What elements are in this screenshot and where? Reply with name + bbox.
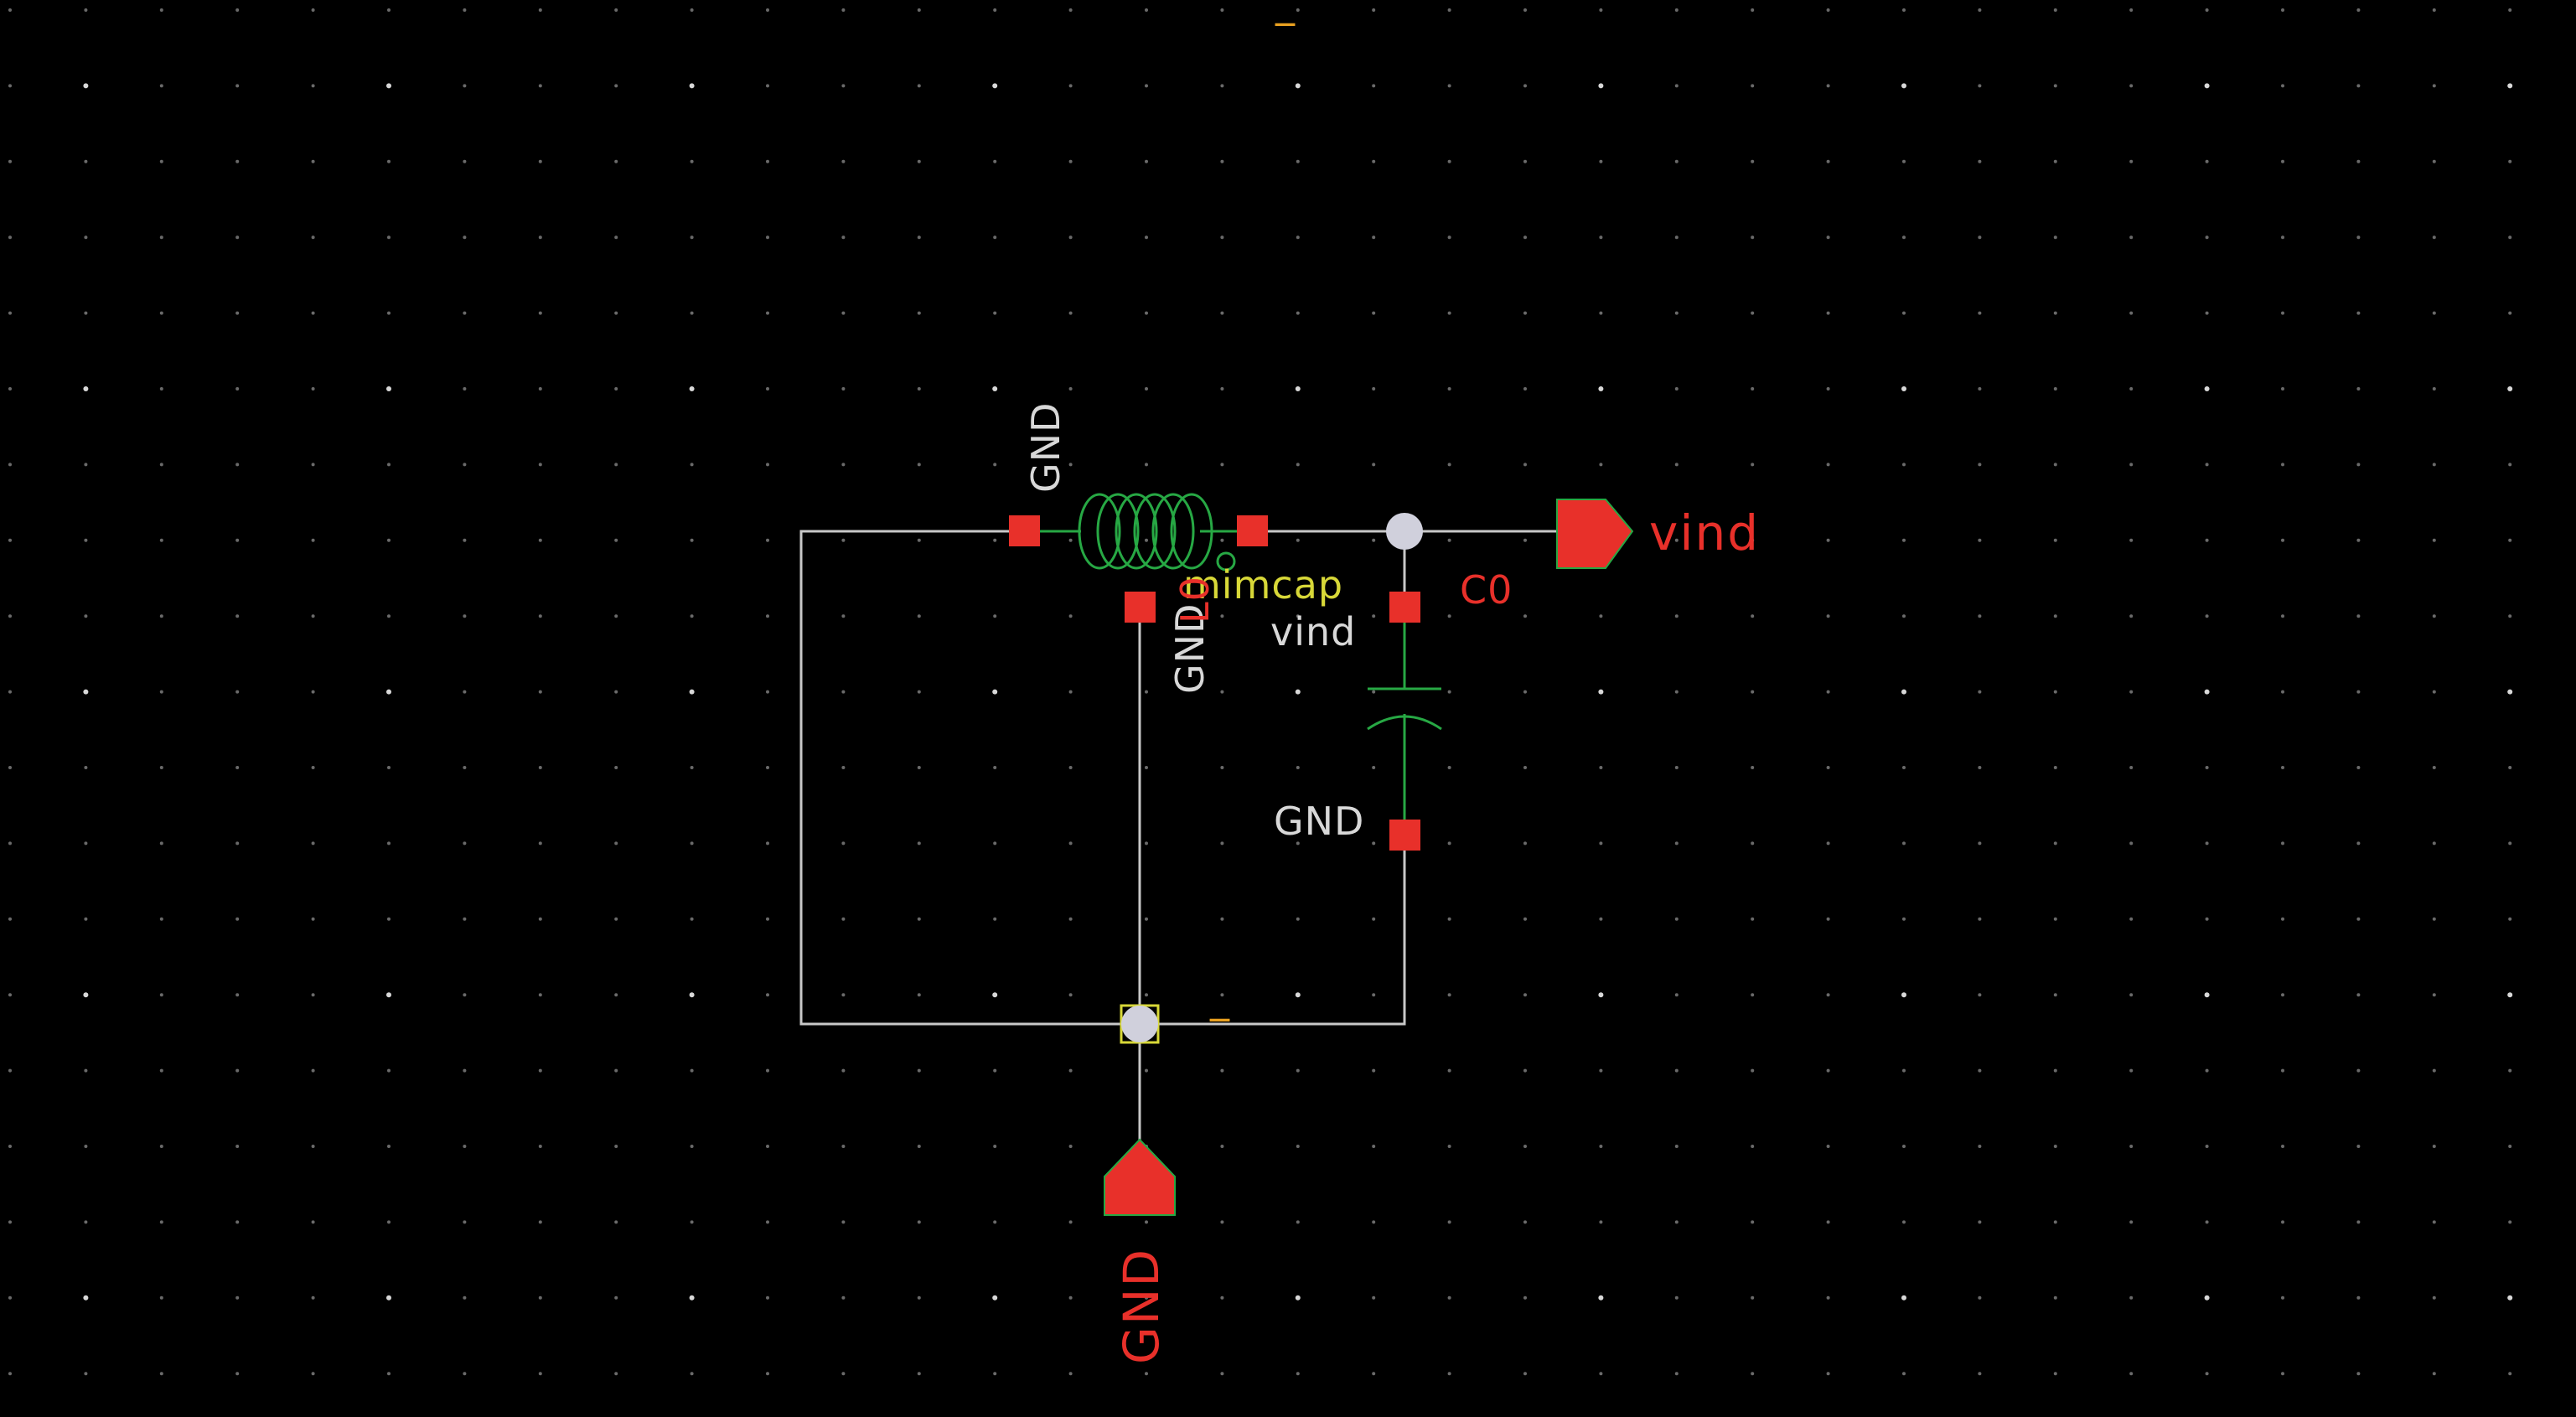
net-label-inductor-left: GND: [1023, 402, 1068, 493]
inductor-pin-left[interactable]: [1009, 515, 1040, 546]
wire-cap-ground-return[interactable]: [1140, 835, 1406, 1026]
pin-gnd[interactable]: GND: [1104, 1138, 1176, 1364]
junction-top[interactable]: [1386, 513, 1423, 550]
inductor-pin-ground[interactable]: [1125, 592, 1156, 623]
output-pin-icon: [1556, 499, 1634, 569]
top-marker: _: [1275, 0, 1296, 26]
inductor-origin-marker: [1216, 551, 1236, 571]
net-label-inductor-bottom: GND: [1167, 603, 1213, 694]
inductor-pin-right[interactable]: [1237, 515, 1268, 546]
capacitor-pin-bottom[interactable]: [1389, 820, 1420, 851]
wire-left-loop[interactable]: [799, 530, 1140, 1026]
device-label-capacitor-instance: C0: [1460, 567, 1513, 613]
snap-grid: [8, 8, 2513, 1376]
net-label-cap-bottom: GND: [1274, 799, 1364, 844]
wires: [799, 530, 1559, 1141]
device-label-inductor-instance: L0: [1172, 576, 1218, 623]
pin-gnd-label: GND: [1113, 1248, 1170, 1364]
capacitor-C0[interactable]: [1367, 592, 1442, 851]
pin-vind-label: vind: [1649, 504, 1760, 561]
net-label-cap-top: vind: [1270, 609, 1356, 654]
device-label-mimcap: mimcap: [1183, 562, 1343, 608]
junction-bottom[interactable]: [1120, 1004, 1160, 1044]
capacitor-pin-top[interactable]: [1389, 592, 1420, 623]
wire-marker: _: [1209, 976, 1230, 1021]
inductor-L0[interactable]: [1009, 493, 1268, 623]
pin-vind[interactable]: vind: [1556, 499, 1760, 569]
input-pin-icon: [1104, 1138, 1176, 1216]
